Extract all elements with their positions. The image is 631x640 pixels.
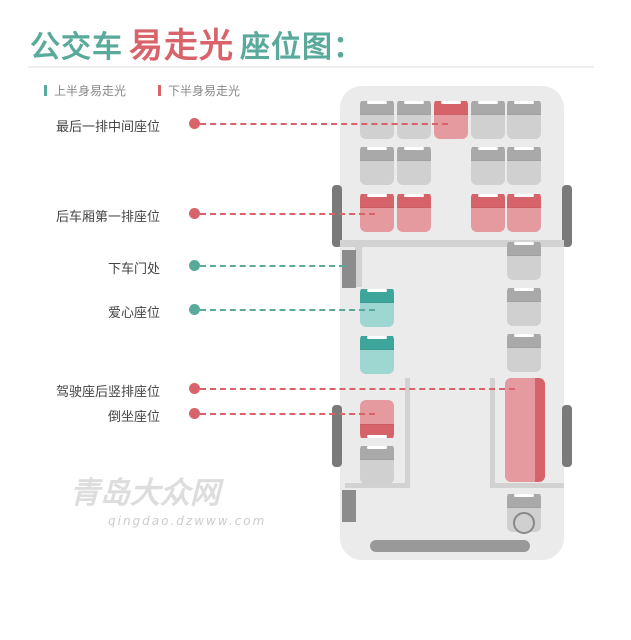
- divider: [28, 66, 594, 68]
- seat: [507, 238, 541, 280]
- seat: [397, 97, 431, 139]
- seat-priority: [360, 332, 394, 374]
- label-rear-first-row: 后车厢第一排座位: [55, 210, 160, 225]
- label-behind-driver: 驾驶座后竖排座位: [55, 385, 160, 400]
- seat: [471, 143, 505, 185]
- wheel-icon: [562, 185, 572, 247]
- marker-dot: [189, 383, 200, 394]
- seat: [360, 442, 394, 484]
- seat: [507, 330, 541, 372]
- seat-bench-behind-driver: [505, 378, 545, 482]
- label-exit-door: 下车门处: [107, 262, 160, 277]
- seat: [507, 143, 541, 185]
- marker-dot: [189, 408, 200, 419]
- page-title: 公交车易走光座位图：: [30, 18, 364, 67]
- partition: [345, 483, 410, 488]
- legend-label: 下半身易走光: [168, 84, 241, 98]
- seat: [397, 143, 431, 185]
- connector-line: [200, 265, 345, 267]
- connector-line: [200, 388, 515, 390]
- partition: [405, 378, 410, 488]
- seat: [507, 97, 541, 139]
- marker-dot: [189, 118, 200, 129]
- watermark-url: qingdao.dzwww.com: [108, 514, 267, 528]
- door-block: [342, 490, 356, 522]
- seat: [360, 143, 394, 185]
- steering-wheel-icon: [513, 512, 535, 534]
- seat-rear-first-row: [360, 190, 394, 232]
- connector-line: [200, 123, 448, 125]
- connector-line: [200, 413, 375, 415]
- legend-label: 上半身易走光: [54, 84, 127, 98]
- marker-dot: [189, 208, 200, 219]
- legend-upper: 上半身易走光: [44, 82, 126, 99]
- seat-reverse: [360, 400, 394, 442]
- wheel-icon: [332, 185, 342, 247]
- title-part3: 座位图：: [240, 30, 364, 65]
- seat-priority: [360, 285, 394, 327]
- marker-dot: [189, 304, 200, 315]
- seat: [507, 284, 541, 326]
- watermark: 青岛大众网: [70, 476, 220, 511]
- seat-rear-first-row: [397, 190, 431, 232]
- wheel-icon: [332, 405, 342, 467]
- front-bumper: [370, 540, 530, 552]
- title-highlight: 易走光: [129, 26, 234, 66]
- seat: [360, 97, 394, 139]
- wheel-icon: [562, 405, 572, 467]
- connector-line: [200, 309, 375, 311]
- partition: [490, 378, 495, 488]
- door-block: [342, 250, 356, 288]
- seat-rear-first-row: [471, 190, 505, 232]
- seat-rear-first-row: [507, 190, 541, 232]
- seat: [471, 97, 505, 139]
- connector-line: [200, 213, 375, 215]
- seat-last-row-middle: [434, 97, 468, 139]
- label-last-row-middle: 最后一排中间座位: [55, 120, 160, 135]
- partition: [355, 247, 362, 287]
- legend-lower: 下半身易走光: [158, 82, 240, 99]
- marker-dot: [189, 260, 200, 271]
- partition: [490, 483, 564, 488]
- title-part1: 公交车: [30, 30, 123, 65]
- partition: [340, 240, 564, 247]
- label-reverse-seat: 倒坐座位: [107, 410, 160, 425]
- label-priority-seat: 爱心座位: [107, 306, 160, 321]
